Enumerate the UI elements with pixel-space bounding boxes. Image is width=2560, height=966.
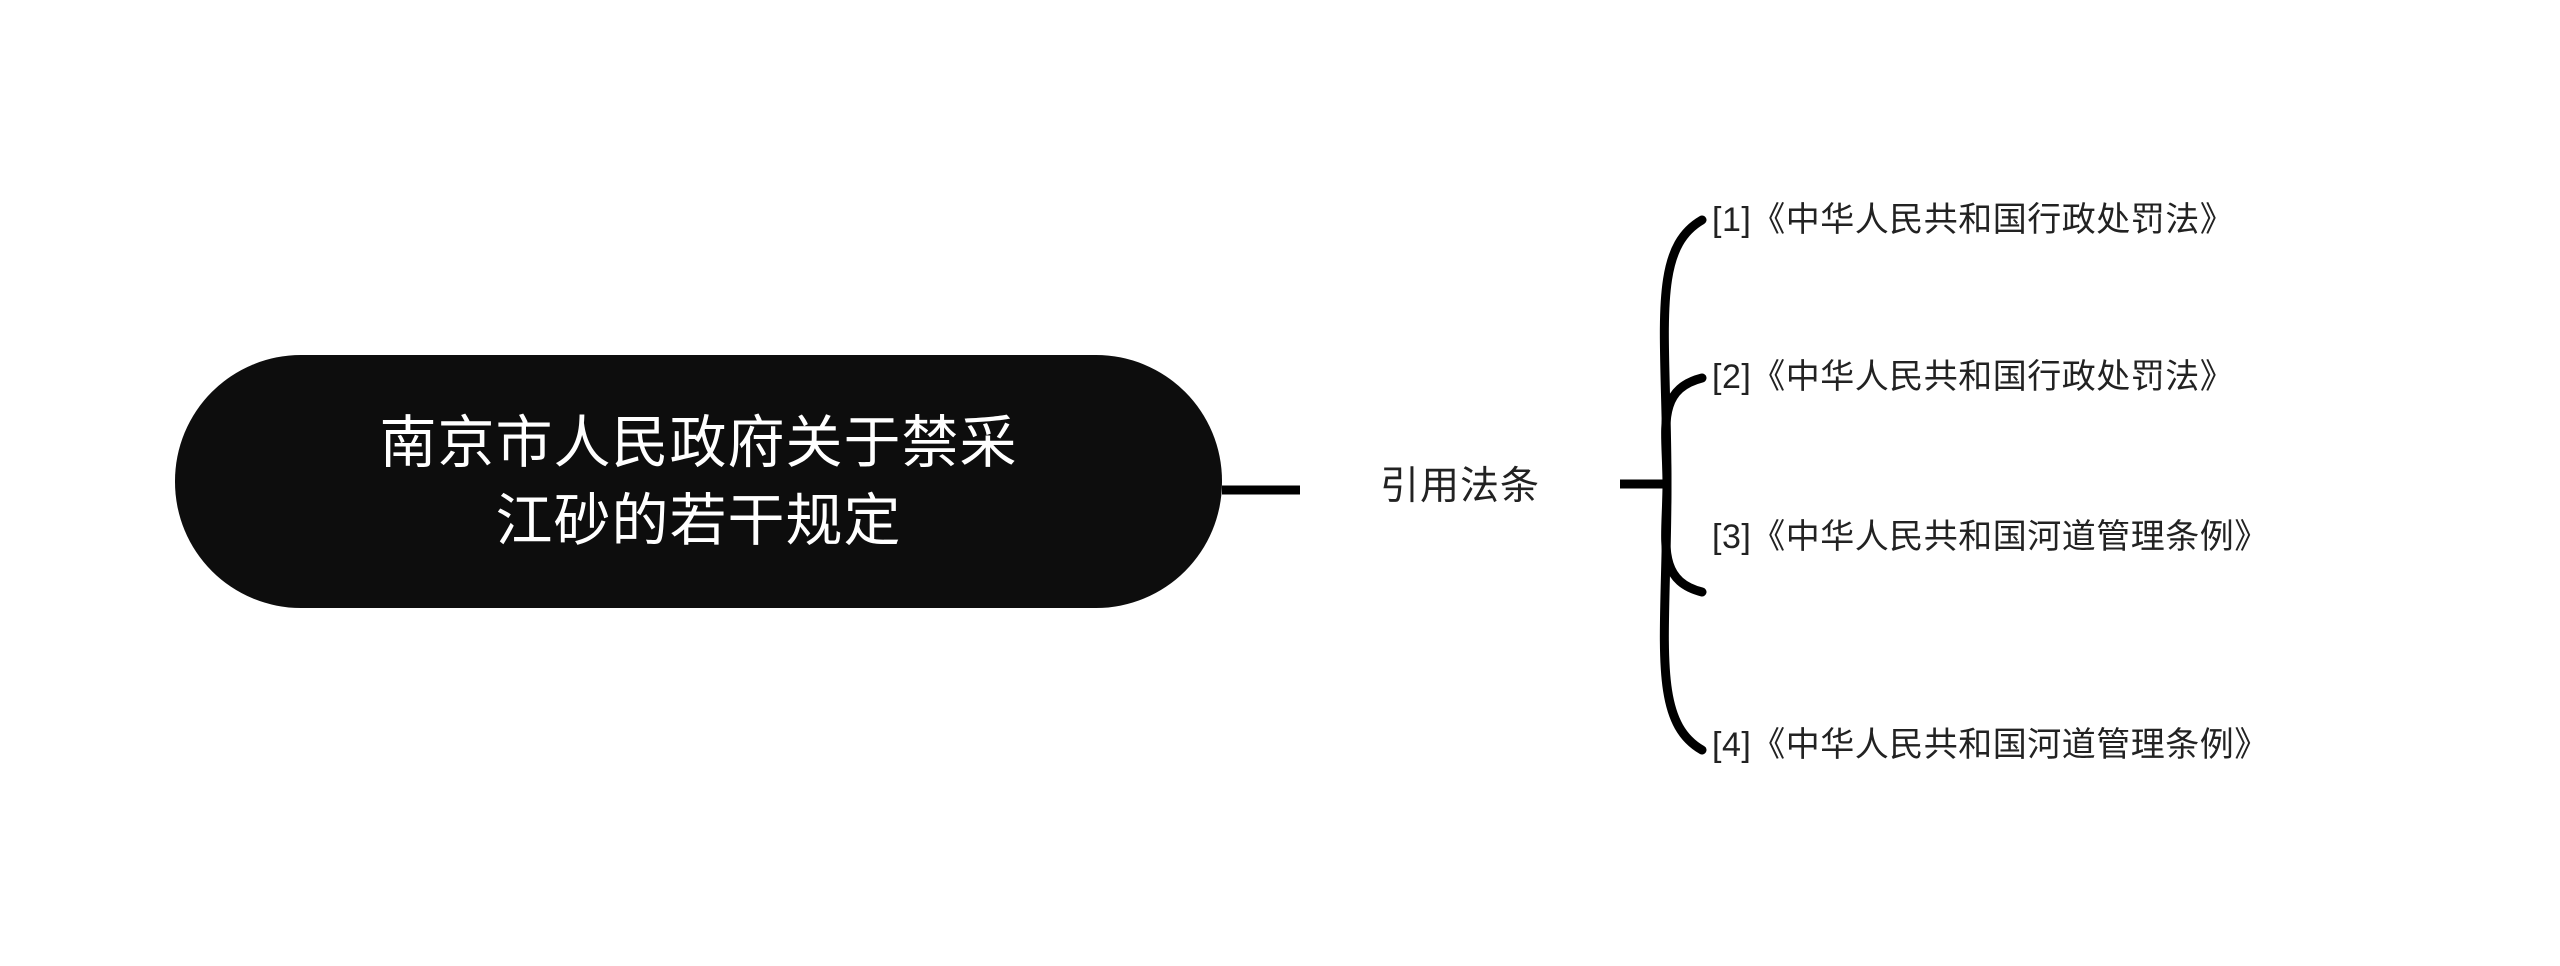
leaf-node-1[interactable]: [1]《中华人民共和国行政处罚法》	[1712, 201, 2235, 239]
leaf-node-4[interactable]: [4]《中华人民共和国河道管理条例》	[1712, 726, 2269, 764]
leaf-node-2[interactable]: [2]《中华人民共和国行政处罚法》	[1712, 358, 2235, 396]
root-node[interactable]: 南京市人民政府关于禁采 江砂的若干规定	[175, 355, 1222, 608]
connector-branch-leaf-4	[1659, 479, 1707, 755]
connector-branch-leaf-2	[1661, 373, 1707, 489]
leaf-node-3[interactable]: [3]《中华人民共和国河道管理条例》	[1712, 518, 2269, 556]
connector-branch-leaf-3	[1661, 479, 1707, 597]
branch-label-cited-laws[interactable]: 引用法条	[1379, 465, 1540, 508]
connector-branch-leaf-1	[1659, 215, 1707, 489]
root-node-label-line-2: 江砂的若干规定	[495, 488, 902, 553]
root-node-label-line-1: 南京市人民政府关于禁采	[379, 410, 1018, 475]
